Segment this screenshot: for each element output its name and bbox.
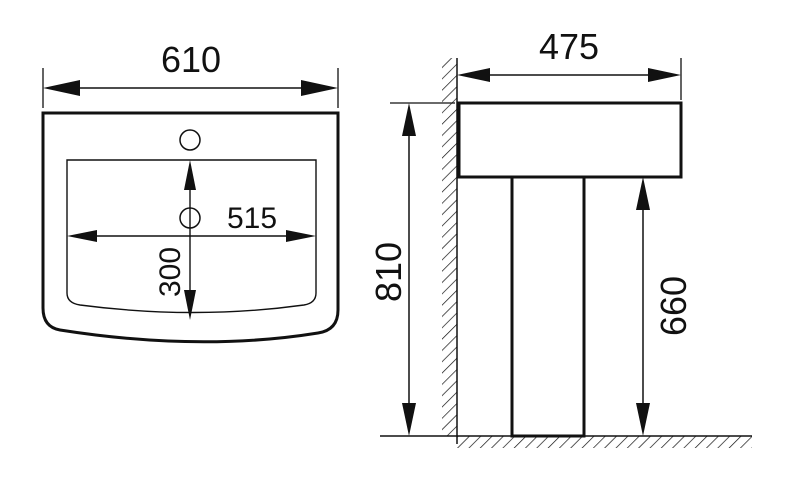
basin-top-view: 610 515 300	[41, 39, 340, 344]
dimension-pedestal-height: 660	[636, 177, 694, 436]
basin-depth-label: 475	[539, 26, 599, 67]
arrowhead-left	[457, 68, 490, 82]
dimension-basin-depth: 475	[457, 26, 681, 82]
arrowhead-right	[286, 230, 316, 242]
arrowhead-top	[636, 177, 650, 210]
pedestal-height-label: 660	[653, 276, 694, 336]
bowl-depth-label: 300	[154, 247, 187, 297]
dimension-total-height: 810	[368, 103, 416, 436]
arrowhead-bottom	[402, 403, 416, 436]
arrowhead-top	[402, 103, 416, 136]
tap-hole	[179, 129, 201, 151]
floor-hatching	[457, 436, 752, 448]
arrowhead-top	[184, 160, 196, 190]
basin-side-body	[457, 101, 683, 179]
arrowhead-right	[301, 80, 338, 96]
total-height-label: 810	[368, 242, 409, 302]
wall-hatching	[442, 58, 457, 436]
arrowhead-right	[648, 68, 681, 82]
bowl-outline	[66, 159, 317, 314]
arrowhead-left	[67, 230, 97, 242]
basin-outline	[41, 111, 340, 344]
dimension-bowl-width: 515	[67, 202, 316, 242]
arrowhead-bottom	[184, 290, 196, 320]
pedestal	[510, 175, 586, 438]
arrowhead-bottom	[636, 403, 650, 436]
bowl-width-label: 515	[227, 202, 277, 235]
dimension-overall-width: 610	[43, 39, 338, 96]
overall-width-label: 610	[161, 39, 221, 80]
side-view: 475 810 660	[368, 26, 752, 448]
dimension-bowl-depth: 300	[154, 160, 196, 320]
arrowhead-left	[43, 80, 80, 96]
